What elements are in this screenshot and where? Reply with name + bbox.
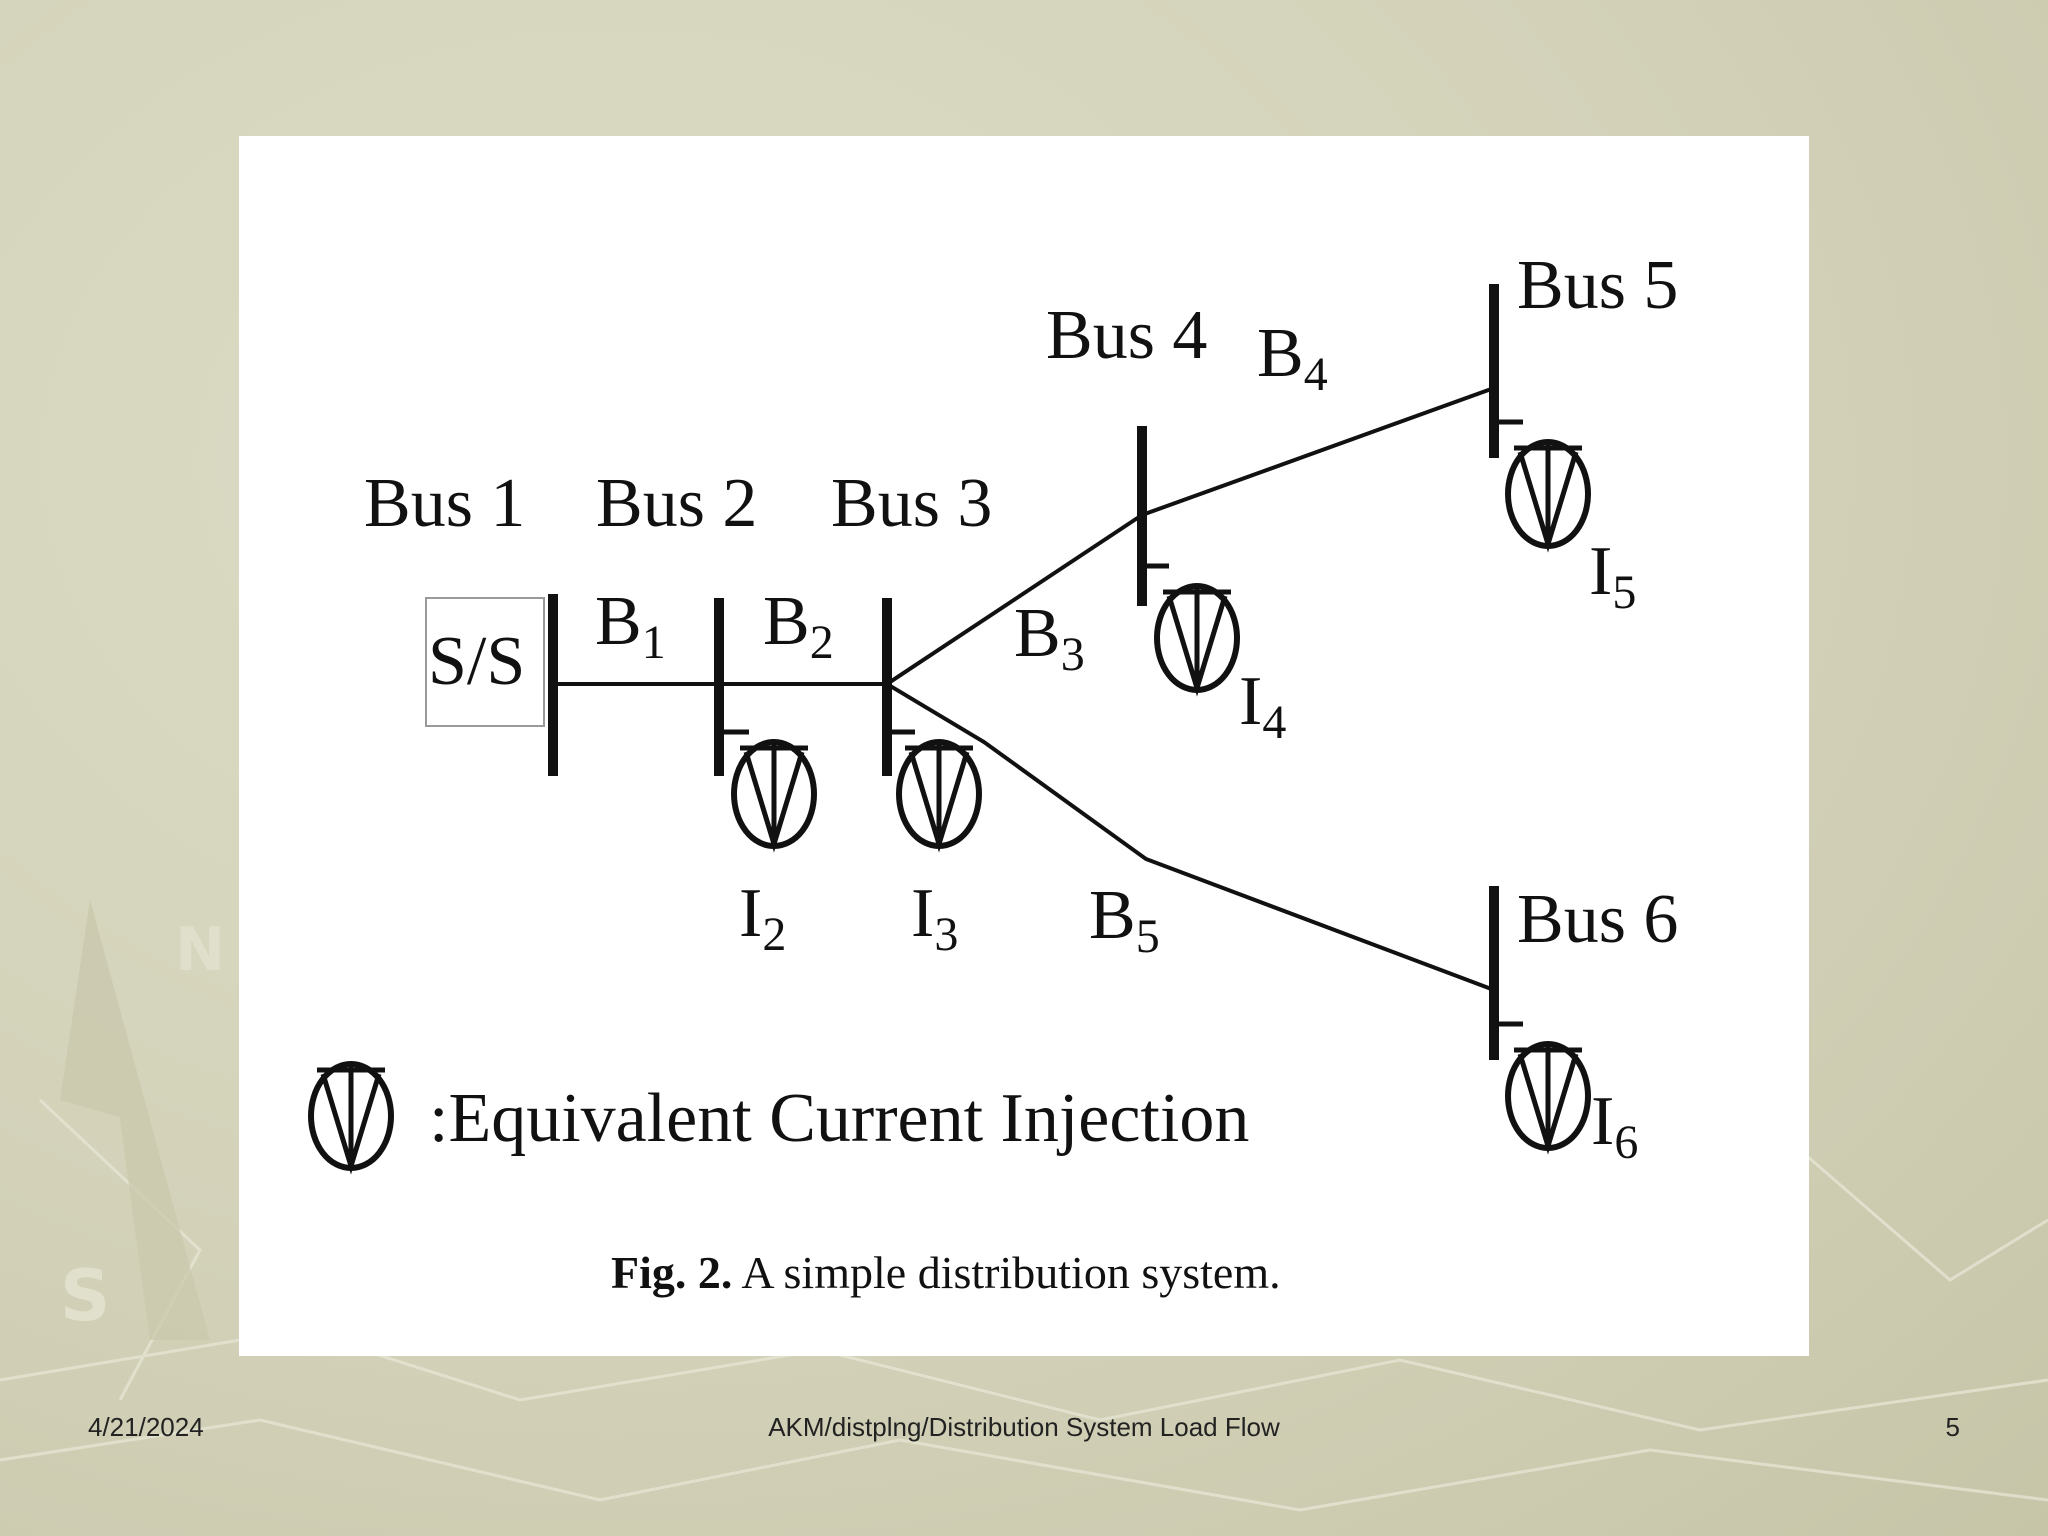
branch-line-b4	[1141, 386, 1495, 517]
injection-label-5: I5	[1589, 533, 1636, 619]
svg-text:S: S	[60, 1255, 110, 1337]
distribution-system-diagram: S/S	[239, 247, 1678, 1298]
branch-line-b5	[885, 682, 1495, 992]
injection-labels: I2 I3 I4 I5 I6	[739, 533, 1638, 1169]
svg-text:N: N	[175, 915, 225, 985]
branch-label-b5: B5	[1089, 877, 1160, 963]
injection-symbol-3	[899, 742, 979, 846]
injection-label-3: I3	[911, 875, 958, 961]
injection-symbol-5	[1508, 442, 1588, 546]
branch-label-b4: B4	[1257, 315, 1328, 401]
substation-box	[425, 597, 545, 727]
bus-bars	[548, 284, 1499, 1060]
substation-label: S/S	[428, 623, 525, 700]
injection-symbol-6	[1508, 1044, 1588, 1148]
footer-title: AKM/distplng/Distribution System Load Fl…	[768, 1412, 1280, 1442]
branch-labels: B1 B2 B3 B4 B5	[595, 315, 1328, 963]
branch-label-b2: B2	[763, 583, 834, 669]
injection-symbol-4	[1157, 586, 1237, 690]
bus-label-3: Bus 3	[831, 465, 992, 542]
bus-label-4: Bus 4	[1046, 297, 1207, 374]
injection-symbols	[311, 419, 1588, 1168]
bus-label-1: Bus 1	[364, 465, 525, 542]
legend-text: :Equivalent Current Injection	[429, 1080, 1249, 1157]
page-number: 5	[1945, 1412, 1960, 1442]
injection-label-4: I4	[1239, 663, 1286, 749]
figure-caption: Fig. 2. A simple distribution system.	[611, 1247, 1281, 1298]
feeder-lines	[553, 386, 1495, 992]
injection-label-6: I6	[1591, 1083, 1638, 1169]
bus-label-2: Bus 2	[596, 465, 757, 542]
bus-label-5: Bus 5	[1517, 247, 1678, 324]
figure-panel: S/S	[239, 136, 1809, 1356]
injection-symbol-legend	[311, 1064, 391, 1168]
branch-label-b1: B1	[595, 583, 666, 669]
bus-label-6: Bus 6	[1517, 881, 1678, 958]
bus-labels: Bus 1 Bus 2 Bus 3 Bus 4 Bus 5 Bus 6	[364, 247, 1678, 958]
injection-label-2: I2	[739, 875, 786, 961]
footer-date: 4/21/2024	[88, 1412, 204, 1442]
branch-label-b3: B3	[1014, 595, 1085, 681]
branch-line-b3	[885, 513, 1144, 686]
injection-symbol-2	[734, 742, 814, 846]
